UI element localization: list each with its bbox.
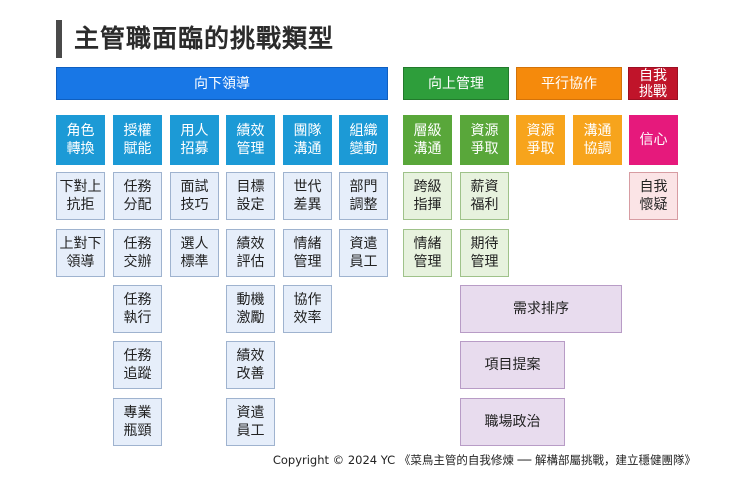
item-priority: 需求排序 xyxy=(460,285,622,333)
header-up-label: 向上管理 xyxy=(428,75,484,92)
category-coordination-label: 溝通 協調 xyxy=(583,123,612,157)
category-resource-up: 資源 爭取 xyxy=(460,115,509,165)
category-confidence: 信心 xyxy=(629,115,678,165)
item-resist-up: 下對上 抗拒 xyxy=(56,172,105,220)
page-title: 主管職面臨的挑戰類型 xyxy=(74,24,335,53)
category-empower-label: 授權 賦能 xyxy=(123,123,152,157)
item-task-exec: 任務 執行 xyxy=(113,285,162,333)
item-dept-adjust-label: 部門 調整 xyxy=(349,179,378,213)
item-self-doubt: 自我 懷疑 xyxy=(629,172,678,220)
item-generation: 世代 差異 xyxy=(283,172,332,220)
item-goal-setting-label: 目標 設定 xyxy=(236,179,265,213)
item-task-assign: 任務 分配 xyxy=(113,172,162,220)
category-hiring: 用人 招募 xyxy=(170,115,219,165)
header-self-label: 自我 挑戰 xyxy=(639,67,667,100)
category-level-comm: 層級 溝通 xyxy=(403,115,452,165)
item-task-exec-label: 任務 執行 xyxy=(123,292,152,326)
item-hiring-std-label: 選人 標準 xyxy=(180,236,209,270)
category-coordination: 溝通 協調 xyxy=(573,115,622,165)
item-politics-label: 職場政治 xyxy=(484,414,541,430)
item-generation-label: 世代 差異 xyxy=(293,179,322,213)
item-resist-up-label: 下對上 抗拒 xyxy=(59,179,102,213)
item-interview: 面試 技巧 xyxy=(170,172,219,220)
item-emotion-team-label: 情緒 管理 xyxy=(293,236,322,270)
item-dept-adjust: 部門 調整 xyxy=(339,172,388,220)
item-perf-eval-label: 績效 評估 xyxy=(236,236,265,270)
item-cross-level-label: 跨級 指揮 xyxy=(413,179,442,213)
category-resource-peer: 資源 爭取 xyxy=(516,115,565,165)
item-layoff-org: 資遣 員工 xyxy=(339,229,388,277)
item-layoff-org-label: 資遣 員工 xyxy=(349,236,378,270)
category-resource-peer-label: 資源 爭取 xyxy=(526,123,555,157)
item-motivation-label: 動機 激勵 xyxy=(236,292,265,326)
item-layoff-perf: 資遣 員工 xyxy=(226,398,275,446)
category-team-comm: 團隊 溝通 xyxy=(283,115,332,165)
item-cross-level: 跨級 指揮 xyxy=(403,172,452,220)
item-task-track: 任務 追蹤 xyxy=(113,341,162,389)
category-confidence-label: 信心 xyxy=(639,132,668,148)
item-lead-down: 上對下 領導 xyxy=(56,229,105,277)
category-role-label: 角色 轉換 xyxy=(66,123,95,157)
category-role: 角色 轉換 xyxy=(56,115,105,165)
item-proposal: 項目提案 xyxy=(460,341,565,389)
item-bottleneck: 專業 瓶頸 xyxy=(113,398,162,446)
category-empower: 授權 賦能 xyxy=(113,115,162,165)
header-up: 向上管理 xyxy=(403,67,509,100)
item-layoff-perf-label: 資遣 員工 xyxy=(236,405,265,439)
header-peer: 平行協作 xyxy=(516,67,622,100)
category-performance-label: 績效 管理 xyxy=(236,123,265,157)
item-expectation-label: 期待 管理 xyxy=(470,236,499,270)
item-politics: 職場政治 xyxy=(460,398,565,446)
category-level-comm-label: 層級 溝通 xyxy=(413,123,442,157)
category-org-change-label: 組織 變動 xyxy=(349,123,378,157)
item-motivation: 動機 激勵 xyxy=(226,285,275,333)
item-task-handover-label: 任務 交辦 xyxy=(123,236,152,270)
item-perf-improve-label: 績效 改善 xyxy=(236,348,265,382)
item-hiring-std: 選人 標準 xyxy=(170,229,219,277)
category-org-change: 組織 變動 xyxy=(339,115,388,165)
item-priority-label: 需求排序 xyxy=(513,301,569,317)
item-interview-label: 面試 技巧 xyxy=(180,179,209,213)
item-perf-eval: 績效 評估 xyxy=(226,229,275,277)
item-emotion-up: 情緒 管理 xyxy=(403,229,452,277)
item-emotion-team: 情緒 管理 xyxy=(283,229,332,277)
item-proposal-label: 項目提案 xyxy=(484,357,541,373)
copyright-footer: Copyright © 2024 YC 《菜鳥主管的自我修煉 ── 解構部屬挑戰… xyxy=(272,453,696,467)
header-peer-label: 平行協作 xyxy=(541,75,597,92)
item-emotion-up-label: 情緒 管理 xyxy=(413,236,442,270)
header-down: 向下領導 xyxy=(56,67,388,100)
item-expectation: 期待 管理 xyxy=(460,229,509,277)
title-accent-bar xyxy=(56,20,62,58)
header-down-label: 向下領導 xyxy=(194,75,250,92)
item-collab: 協作 效率 xyxy=(283,285,332,333)
item-perf-improve: 績效 改善 xyxy=(226,341,275,389)
item-task-track-label: 任務 追蹤 xyxy=(123,348,152,382)
item-task-assign-label: 任務 分配 xyxy=(123,179,152,213)
item-self-doubt-label: 自我 懷疑 xyxy=(639,179,668,213)
category-performance: 績效 管理 xyxy=(226,115,275,165)
item-task-handover: 任務 交辦 xyxy=(113,229,162,277)
category-resource-up-label: 資源 爭取 xyxy=(470,123,499,157)
category-hiring-label: 用人 招募 xyxy=(180,123,209,157)
item-goal-setting: 目標 設定 xyxy=(226,172,275,220)
item-bottleneck-label: 專業 瓶頸 xyxy=(123,405,152,439)
header-self: 自我 挑戰 xyxy=(628,67,678,100)
item-salary: 薪資 福利 xyxy=(460,172,509,220)
category-team-comm-label: 團隊 溝通 xyxy=(293,123,322,157)
item-lead-down-label: 上對下 領導 xyxy=(59,236,102,270)
item-salary-label: 薪資 福利 xyxy=(470,179,499,213)
item-collab-label: 協作 效率 xyxy=(293,292,322,326)
